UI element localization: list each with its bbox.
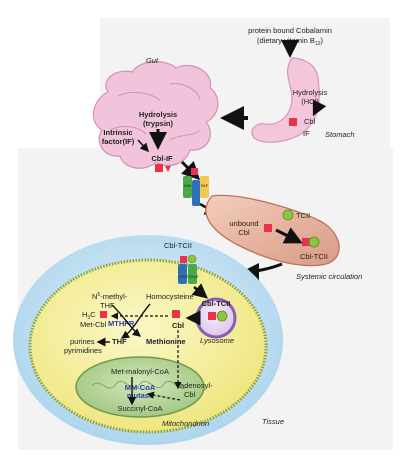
stomach-title: Stomach <box>325 130 355 139</box>
methionine-label: Methionine <box>146 337 186 346</box>
n5-thf: THF <box>100 301 115 310</box>
stomach-hydrolysis: Hydrolysis <box>293 88 328 97</box>
homocysteine: Homocysteine <box>146 292 194 301</box>
adenosyl-cbl-2: Cbl <box>184 390 196 399</box>
met-cbl-marker <box>100 311 107 318</box>
gut-if-line2: factor(IF) <box>102 137 135 146</box>
methyl-transfer-arrow <box>111 304 142 337</box>
stomach-cbl-marker <box>289 118 297 126</box>
lysosome-cbl-tcii: Cbl-TCII <box>202 299 231 308</box>
gut-if-marker <box>165 166 171 172</box>
gut-to-receptor-arrow <box>180 160 201 181</box>
unbound-line2: Cbl <box>238 228 250 237</box>
gut-if-line1: Intrinsic <box>103 128 132 137</box>
met-malonyl-coa: Met-malonyl-CoA <box>111 367 169 376</box>
stomach-acid: (HCl) <box>301 97 319 106</box>
uptake-arrow <box>191 283 208 299</box>
cbl-tcii-tcii-marker <box>308 236 320 248</box>
enterocyte-receptors <box>183 168 209 206</box>
receptor-lrp2: LRP2 <box>178 275 187 279</box>
gut-cbl-marker <box>155 164 163 172</box>
binding-arrow <box>275 227 303 244</box>
unbound-line1: unbound <box>229 219 258 228</box>
cbl-tcii-cbl-marker <box>302 238 310 246</box>
cell-cbl-marker <box>172 310 180 318</box>
mito-title: Mitochondrion <box>162 419 209 428</box>
cell-cbl-tcii-top: Cbl-TCII <box>164 241 192 250</box>
source-label: protein bound Cobalamin <box>248 26 332 35</box>
receptor-tcblr: TCBLR <box>187 275 199 279</box>
receptor-rap: RAP <box>201 184 209 188</box>
lysosome-cbl-marker <box>208 312 216 320</box>
circulation-title: Systemic circulation <box>296 272 362 281</box>
thf-label: THF <box>112 337 127 346</box>
gut-cbl-if: Cbl-IF <box>151 154 173 163</box>
homocysteine-arrow <box>120 303 151 339</box>
met-cbl: Met-Cbl <box>80 320 107 329</box>
unbound-cbl-marker <box>264 224 272 232</box>
n5-methyl-thf: N5-methyl- <box>92 292 128 301</box>
gut-title: Gut <box>146 56 159 65</box>
gut-enzyme: (trypsin) <box>143 119 174 128</box>
cell-receptors <box>178 254 197 284</box>
tissue-title: Tissue <box>262 417 284 426</box>
stomach-if: IF <box>303 129 310 138</box>
mitochondrion <box>75 356 205 418</box>
h3c-label: H3C <box>82 310 96 321</box>
mm-coa-mutase-2: mutase <box>127 391 153 400</box>
succinyl-coa: Succinyl-CoA <box>117 404 162 413</box>
tcii-marker <box>282 209 294 221</box>
blood-vessel <box>205 194 340 267</box>
tcii-label: TCII <box>296 211 310 220</box>
receptor-amn: AMN <box>184 184 192 188</box>
gut-shape <box>92 61 219 169</box>
stomach-cbl: Cbl <box>304 117 316 126</box>
mito-cristae <box>91 380 189 389</box>
cbl-tcii-label: Cbl-TCII <box>300 252 328 261</box>
cell-cbl: Cbl <box>172 321 184 330</box>
adenosyl-cbl-1: adenosyl- <box>180 381 213 390</box>
purines-label: purines <box>70 337 95 346</box>
lysosome-title: Lysosome <box>200 336 234 345</box>
stomach-shape <box>251 57 320 143</box>
pyrimidines-label: pyrimidines <box>64 346 102 355</box>
gut-hydrolysis: Hydrolysis <box>139 110 177 119</box>
gut-if-arrow <box>137 139 150 153</box>
mthfr-enzyme: MTHFR <box>108 319 135 328</box>
lysosome-tcii-marker <box>216 310 228 322</box>
stomach-arrow <box>312 99 327 117</box>
mm-coa-mutase-1: MM-CoA <box>125 383 156 392</box>
adocbl-to-mutase-arrow <box>146 391 181 401</box>
